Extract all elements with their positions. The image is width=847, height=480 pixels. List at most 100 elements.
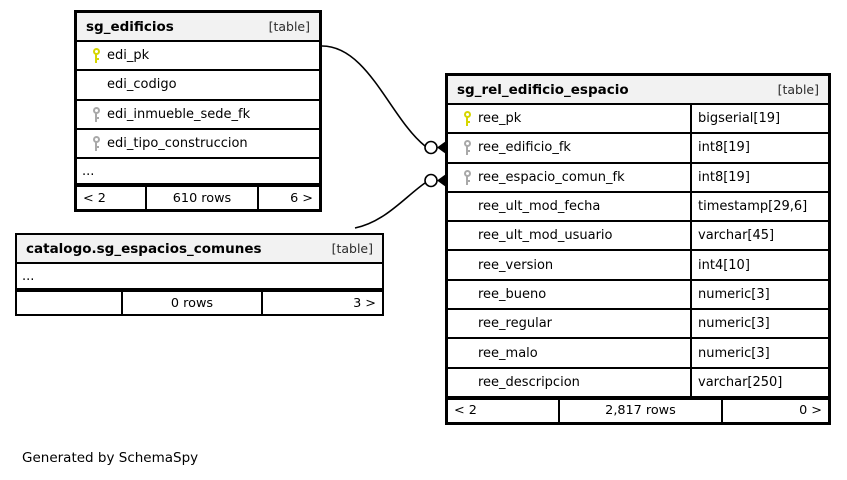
row-count: 0 rows [121,292,263,314]
column-type-cell: numeric[3] [690,310,828,338]
column-name: edi_codigo [107,77,177,93]
column-name: ree_espacio_comun_fk [478,169,625,185]
table-row[interactable]: ree_version int4[10] [448,251,828,281]
column-type: bigserial[19] [698,111,781,127]
column-type: numeric[3] [698,286,770,302]
table-row[interactable]: ree_ult_mod_fecha timestamp[29,6] [448,192,828,223]
relationship-line [321,45,426,147]
child-tables-count[interactable]: 0 > [799,403,822,419]
row-count: 2,817 rows [558,399,723,422]
column-type: int4[10] [698,257,750,273]
column-type-cell: timestamp[29,6] [690,192,828,221]
table-header: catalogo.sg_espacios_comunes [table] [17,235,382,264]
table-row[interactable]: ree_regular numeric[3] [448,310,828,340]
parent-tables-count[interactable] [17,292,121,314]
table-row[interactable]: ree_bueno numeric[3] [448,280,828,311]
table-row[interactable]: edi_inmueble_sede_fk [77,101,319,130]
table-title: sg_rel_edificio_espacio [457,81,629,98]
cardinality-zero-marker [424,140,438,155]
column-type: varchar[45] [698,228,775,244]
column-cell: ree_descripcion [448,369,690,396]
column-cell: ree_bueno [448,281,690,308]
table-header: sg_edificios [table] [77,13,319,42]
column-type: numeric[3] [698,316,770,332]
column-name: ree_bueno [478,286,547,302]
table-title: sg_edificios [86,18,174,35]
column-cell: ree_pk [448,105,690,132]
column-name: edi_tipo_construccion [107,136,248,152]
table-footer: 0 rows 3 > [17,290,382,314]
table-sg_rel_edificio_espacio[interactable]: sg_rel_edificio_espacio [table] ree_pk b… [445,73,831,425]
foreign-key-icon [456,140,478,156]
column-name: ree_edificio_fk [478,140,571,156]
column-name: ree_ult_mod_usuario [478,228,613,244]
primary-key-icon [456,111,478,127]
column-name: ree_ult_mod_fecha [478,199,601,215]
column-name: edi_inmueble_sede_fk [107,106,251,122]
table-row[interactable]: ree_edificio_fk int8[19] [448,134,828,164]
table-row[interactable]: ree_ult_mod_usuario varchar[45] [448,222,828,252]
column-cell: ree_ult_mod_fecha [448,193,690,220]
column-type-cell: varchar[45] [690,222,828,250]
column-type-cell: numeric[3] [690,339,828,367]
column-cell: ree_ult_mod_usuario [448,222,690,249]
foreign-key-icon [85,106,107,122]
column-cell: ree_regular [448,310,690,337]
column-type-cell: int8[19] [690,134,828,162]
foreign-key-icon [456,169,478,185]
more-columns-indicator: ... [77,159,319,186]
table-footer: < 2 610 rows 6 > [77,185,319,210]
table-type-tag: [table] [777,82,819,97]
column-type-cell: numeric[3] [690,280,828,309]
column-name: ree_malo [478,345,538,361]
table-row[interactable]: edi_codigo [77,71,319,101]
table-header: sg_rel_edificio_espacio [table] [448,76,828,105]
column-type: int8[19] [698,140,750,156]
table-row[interactable]: edi_pk [77,42,319,72]
parent-tables-count[interactable]: < 2 [454,403,477,419]
child-tables-count[interactable]: 6 > [290,190,313,206]
column-type: varchar[250] [698,374,783,390]
table-row[interactable]: edi_tipo_construccion [77,130,319,160]
row-count: 610 rows [145,187,259,210]
column-cell: ree_espacio_comun_fk [448,164,690,191]
column-cell: ree_malo [448,339,690,366]
table-row[interactable]: ree_malo numeric[3] [448,339,828,369]
column-name: edi_pk [107,48,150,64]
column-name: ree_version [478,257,554,273]
more-columns-indicator: ... [17,264,382,290]
relationship-edificios-to-ree [321,45,446,155]
table-sg_edificios[interactable]: sg_edificios [table] edi_pk edi_codigo e… [74,10,322,213]
cardinality-zero-marker [424,173,438,188]
foreign-key-icon [85,136,107,152]
relationship-espacios-to-ree [354,173,446,229]
column-cell: ree_edificio_fk [448,134,690,161]
table-row[interactable]: ree_espacio_comun_fk int8[19] [448,163,828,193]
relationship-line [354,182,426,229]
column-type: timestamp[29,6] [698,199,808,215]
child-tables-count[interactable]: 3 > [353,295,376,311]
table-row[interactable]: ree_descripcion varchar[250] [448,368,828,398]
column-type-cell: varchar[250] [690,368,828,396]
column-cell: edi_pk [77,42,319,69]
primary-key-icon [85,48,107,64]
table-title: catalogo.sg_espacios_comunes [26,240,262,257]
column-type: numeric[3] [698,345,770,361]
table-row[interactable]: ree_pk bigserial[19] [448,105,828,135]
column-type-cell: int4[10] [690,251,828,279]
column-cell: edi_tipo_construccion [77,130,319,157]
table-catalogo-sg_espacios_comunes[interactable]: catalogo.sg_espacios_comunes [table] ...… [15,233,384,316]
column-cell: ree_version [448,251,690,278]
generated-by-credit: Generated by SchemaSpy [22,450,199,466]
column-name: ree_regular [478,316,553,332]
table-type-tag: [table] [331,241,373,256]
parent-tables-count[interactable]: < 2 [83,190,106,206]
column-name: ree_pk [478,111,522,127]
column-type-cell: bigserial[19] [690,105,828,133]
column-type: int8[19] [698,169,750,185]
column-type-cell: int8[19] [690,163,828,191]
table-type-tag: [table] [268,19,310,34]
column-cell: edi_codigo [77,71,319,98]
column-name: ree_descripcion [478,374,580,390]
table-footer: < 2 2,817 rows 0 > [448,397,828,422]
